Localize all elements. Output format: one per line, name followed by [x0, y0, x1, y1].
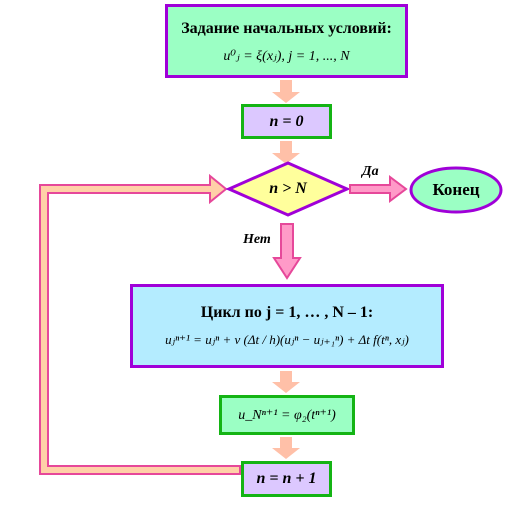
boundary-box: u_Nⁿ⁺¹ = φ₂(tⁿ⁺¹)	[219, 395, 355, 435]
arrow-boundary-to-increment	[272, 437, 300, 459]
arrow-n0-to-condition	[272, 141, 300, 164]
init-formula: u⁰ⱼ = ξ(xⱼ), j = 1, ..., N	[223, 48, 350, 64]
cycle-box: Цикл по j = 1, … , N – 1: uⱼⁿ⁺¹ = uⱼⁿ + …	[130, 284, 444, 368]
cycle-title: Цикл по j = 1, … , N – 1:	[200, 304, 374, 321]
cycle-formula: uⱼⁿ⁺¹ = uⱼⁿ + v (Δt / h)(uⱼⁿ − uⱼ₊₁ⁿ) + …	[165, 332, 409, 347]
no-label: Нет	[243, 232, 271, 247]
arrow-cycle-to-boundary	[272, 371, 300, 393]
arrow-yes	[349, 175, 408, 203]
end-terminal	[409, 166, 503, 214]
decision-diamond	[225, 161, 351, 217]
condition-label: n > N	[269, 180, 307, 197]
arrow-loop-back	[39, 173, 241, 475]
increment-box: n = n + 1	[241, 461, 332, 497]
arrow-init-to-n0	[272, 80, 300, 103]
arrow-no	[272, 223, 302, 280]
yes-label: Да	[362, 164, 379, 179]
init-title: Задание начальных условий:	[181, 19, 392, 37]
init-conditions-box: Задание начальных условий: u⁰ⱼ = ξ(xⱼ), …	[165, 4, 408, 78]
init-n-box: n = 0	[241, 104, 332, 139]
end-label: Конец	[432, 180, 480, 199]
